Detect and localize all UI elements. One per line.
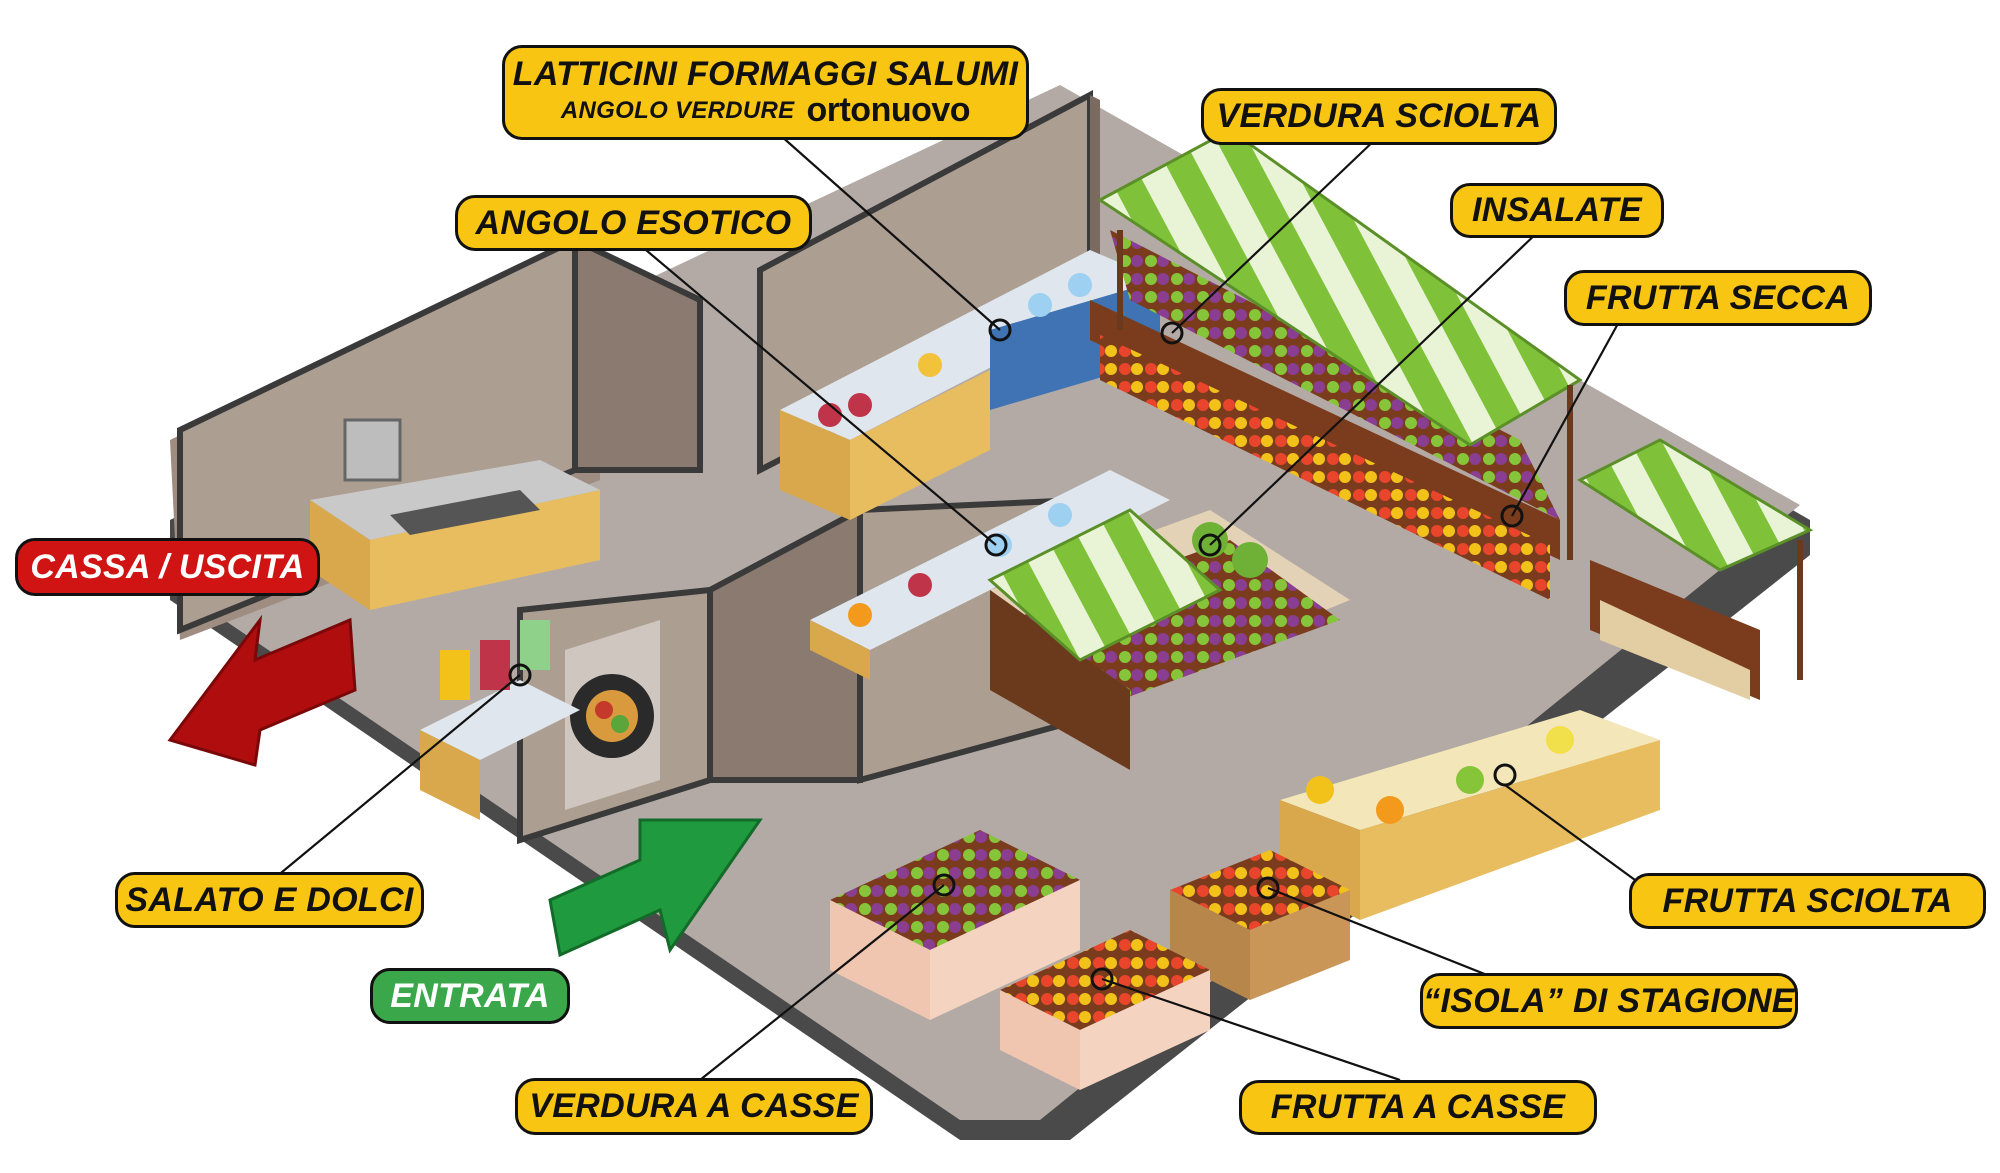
label-verdura-casse: VERDURA A CASSE [515, 1078, 873, 1135]
label-frutta-casse: FRUTTA A CASSE [1239, 1080, 1597, 1135]
leader-dots [508, 318, 1524, 991]
label-angolo-verdure: ANGOLO VERDURE [560, 96, 795, 124]
label-insalate: INSALATE [1450, 183, 1664, 238]
label-angolo-esotico: ANGOLO ESOTICO [455, 195, 812, 251]
scamperle-logo [565, 620, 660, 810]
exit-arrow [167, 614, 357, 767]
vegetable-crates [830, 830, 1080, 1020]
label-cassa-uscita: CASSA / USCITA [15, 538, 320, 596]
label-frutta-sciolta: FRUTTA SCIOLTA [1629, 873, 1986, 929]
label-latticini-title: LATTICINI FORMAGGI SALUMI [512, 54, 1019, 93]
label-latticini-subtitle: ANGOLO VERDURE ortonuovo [560, 90, 971, 129]
entry-arrow [548, 818, 763, 958]
loose-fruit-counter [1280, 710, 1660, 920]
ortonuovo-logo: ortonuovo [806, 90, 971, 129]
loose-vegetable-stall [1090, 128, 1583, 600]
seasonal-island [1170, 850, 1350, 1000]
exotic-corner-shelf [810, 470, 1170, 680]
label-verdura-sciolta: VERDURA SCIOLTA [1201, 88, 1557, 145]
central-salad-stall [987, 508, 1350, 770]
label-entrata: ENTRATA [370, 968, 570, 1024]
label-isola-stagione: “ISOLA” DI STAGIONE [1420, 973, 1798, 1029]
checkout-counter [310, 418, 600, 610]
savory-sweets-shelf [420, 620, 580, 820]
label-salato-dolci: SALATO E DOLCI [115, 872, 424, 928]
dried-fruit-stall [1576, 438, 1814, 700]
leader-lines [269, 134, 1636, 1082]
label-latticini: LATTICINI FORMAGGI SALUMI ANGOLO VERDURE… [502, 45, 1029, 140]
label-frutta-secca: FRUTTA SECCA [1564, 270, 1872, 326]
